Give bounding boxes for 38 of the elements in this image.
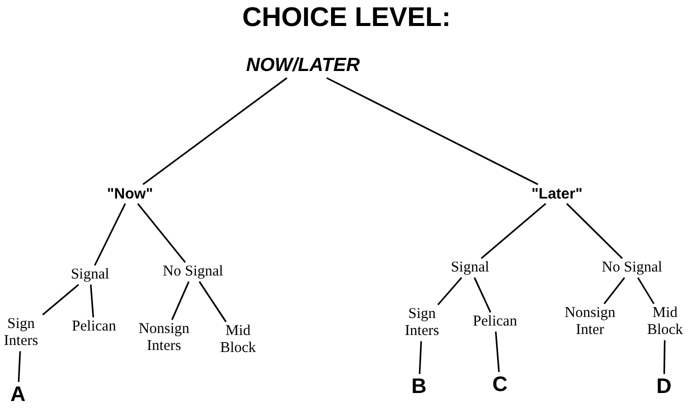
branch-line — [94, 203, 126, 266]
branch-line — [90, 284, 94, 318]
leaf-letter: D — [656, 374, 672, 400]
branch-label: "Later" — [532, 185, 582, 203]
branch-line — [326, 77, 538, 186]
branch-line — [437, 277, 462, 306]
branch-label: "Now" — [107, 185, 153, 203]
node-label: Mid Block — [217, 322, 259, 358]
branch-line — [604, 277, 626, 304]
diagram-title: CHOICE LEVEL: — [241, 2, 452, 33]
branch-line — [198, 281, 227, 322]
leaf-letter: C — [492, 372, 508, 398]
branch-line — [142, 77, 288, 186]
root-label: NOW/LATER — [246, 55, 360, 77]
branch-line — [494, 332, 500, 372]
node-label: Mid Block — [644, 304, 686, 340]
node-label: No Signal — [602, 259, 662, 277]
branch-line — [566, 203, 623, 259]
branch-line — [474, 277, 492, 313]
leaf-letter: A — [10, 382, 26, 408]
node-label: Nonsign Inters — [134, 320, 194, 356]
branch-line — [418, 341, 422, 374]
branch-line — [171, 281, 190, 320]
branch-line — [480, 203, 546, 259]
node-label: Nonsign Inter — [560, 304, 620, 340]
branch-line — [137, 203, 186, 263]
node-label: No Signal — [162, 263, 224, 281]
branch-line — [663, 340, 666, 374]
leaf-letter: B — [411, 374, 427, 400]
node-label: Signal — [70, 266, 110, 284]
node-label: Pelican — [472, 313, 518, 331]
node-label: Sign Inters — [402, 306, 442, 340]
node-label: Sign Inters — [1, 316, 41, 350]
node-label: Pelican — [72, 318, 116, 336]
branch-line — [42, 284, 80, 316]
node-label: Signal — [450, 259, 490, 277]
branch-line — [637, 277, 655, 304]
branch-line — [18, 351, 21, 382]
